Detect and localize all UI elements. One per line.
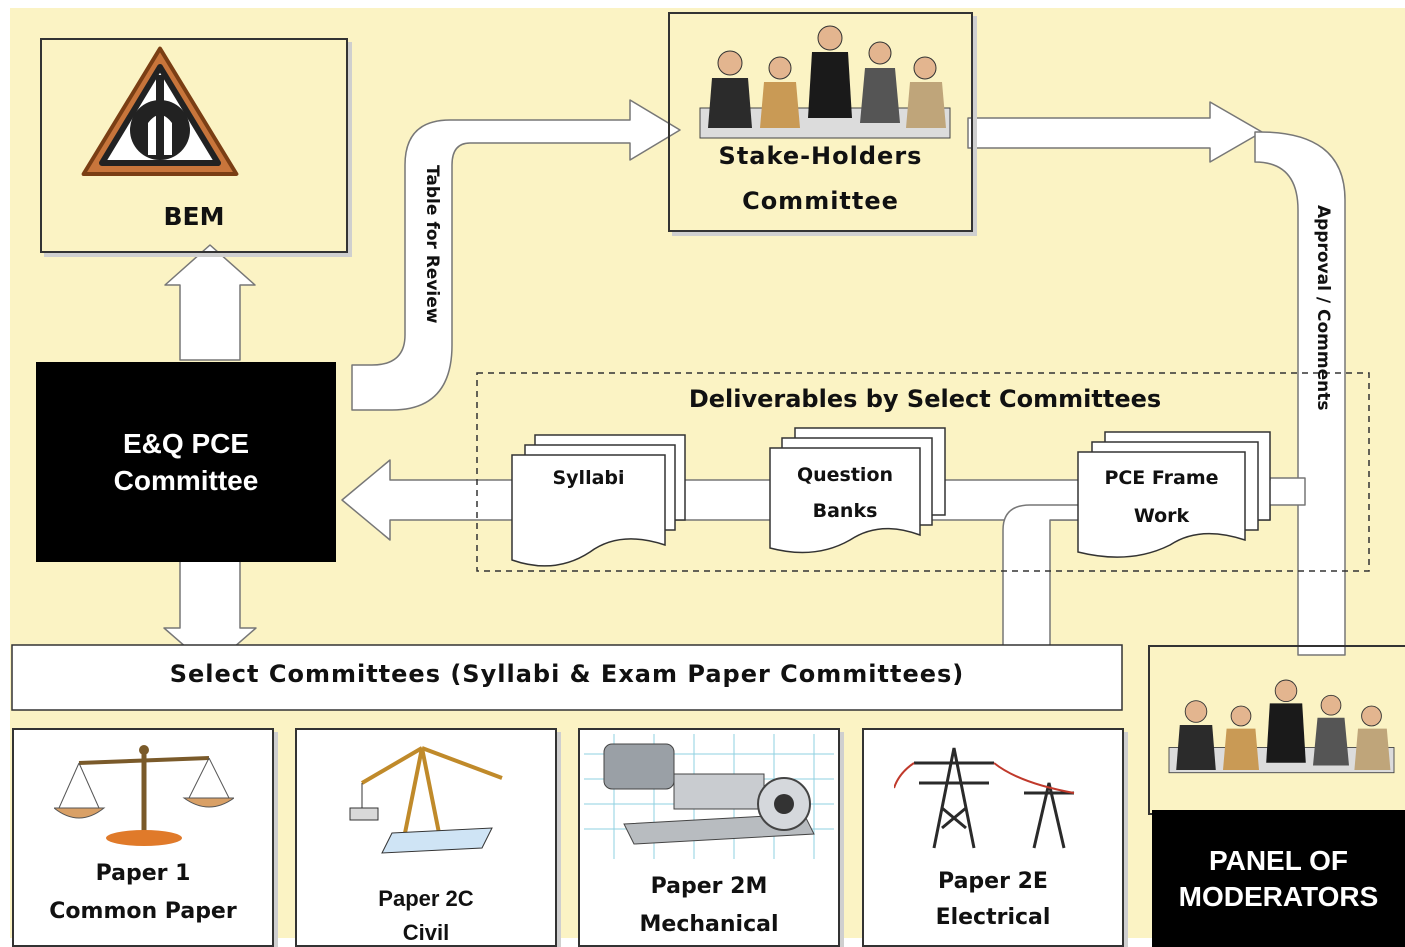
paper-2m-label-line2: Mechanical — [639, 912, 779, 937]
eq-pce-committee-node: E&Q PCE Committee — [36, 362, 336, 562]
syllabi-document-stack — [511, 434, 686, 567]
paper-2m-node: Paper 2M Mechanical — [578, 728, 840, 947]
select-committees-label: Select Committees (Syllabi & Exam Paper … — [169, 660, 965, 688]
approval-comments-label: Approval / Comments — [1313, 205, 1333, 411]
question-banks-label-line2: Banks — [812, 500, 878, 522]
stakeholders-label-line1: Stake-Holders — [718, 142, 923, 170]
panel-label-line1: PANEL OF — [1209, 844, 1348, 876]
table-for-review-label: Table for Review — [422, 165, 442, 324]
paper-1-label-line2: Common Paper — [49, 899, 237, 924]
paper-2c-label-line2: Civil — [402, 920, 450, 945]
stakeholders-label-line2: Committee — [742, 187, 899, 215]
paper-2c-label-line1: Paper 2C — [378, 886, 474, 911]
arrow-approval-comments — [967, 101, 1263, 163]
panel-node — [1148, 645, 1405, 815]
question-banks-label-line1: Question — [796, 464, 894, 486]
paper-1-node: Paper 1 Common Paper — [12, 728, 274, 947]
scales-icon — [54, 745, 234, 846]
bem-logo-icon — [81, 46, 239, 176]
pce-framework-document-stack — [1077, 431, 1271, 558]
arrow-approval-down — [1254, 131, 1346, 656]
paper-2e-label-line1: Paper 2E — [938, 869, 1048, 894]
eq-pce-label-line2: Committee — [113, 465, 259, 496]
paper-2c-node: Paper 2C Civil — [295, 728, 557, 947]
pce-framework-label-line1: PCE Frame — [1104, 467, 1219, 489]
bem-label: BEM — [163, 202, 225, 231]
panel-of-moderators-label: PANEL OF MODERATORS — [1152, 810, 1405, 947]
question-banks-document-stack — [769, 427, 946, 554]
crane-icon — [349, 746, 503, 854]
pump-icon — [584, 734, 834, 859]
deliverables-region — [476, 372, 1370, 572]
bem-node — [40, 38, 348, 253]
arrow-to-bem — [164, 244, 256, 361]
select-committees-bar — [11, 644, 1123, 711]
eq-pce-label-line1: E&Q PCE — [122, 428, 250, 459]
pylon-icon — [894, 747, 1075, 849]
syllabi-label: Syllabi — [552, 467, 625, 489]
stakeholders-node — [668, 12, 973, 232]
arrow-select-to-deliverables — [1002, 504, 1091, 661]
paper-2e-node: Paper 2E Electrical — [862, 728, 1124, 947]
deliverables-title: Deliverables by Select Committees — [688, 385, 1162, 413]
panel-label-line2: MODERATORS — [1178, 880, 1379, 912]
paper-2e-label-line2: Electrical — [935, 905, 1051, 930]
paper-1-label-line1: Paper 1 — [95, 861, 191, 886]
pce-framework-label-line2: Work — [1133, 505, 1190, 527]
paper-2m-label-line1: Paper 2M — [650, 874, 768, 899]
arrow-table-for-review — [351, 99, 681, 411]
panel-meeting-icon — [1168, 679, 1395, 774]
stakeholders-meeting-icon — [699, 25, 951, 139]
